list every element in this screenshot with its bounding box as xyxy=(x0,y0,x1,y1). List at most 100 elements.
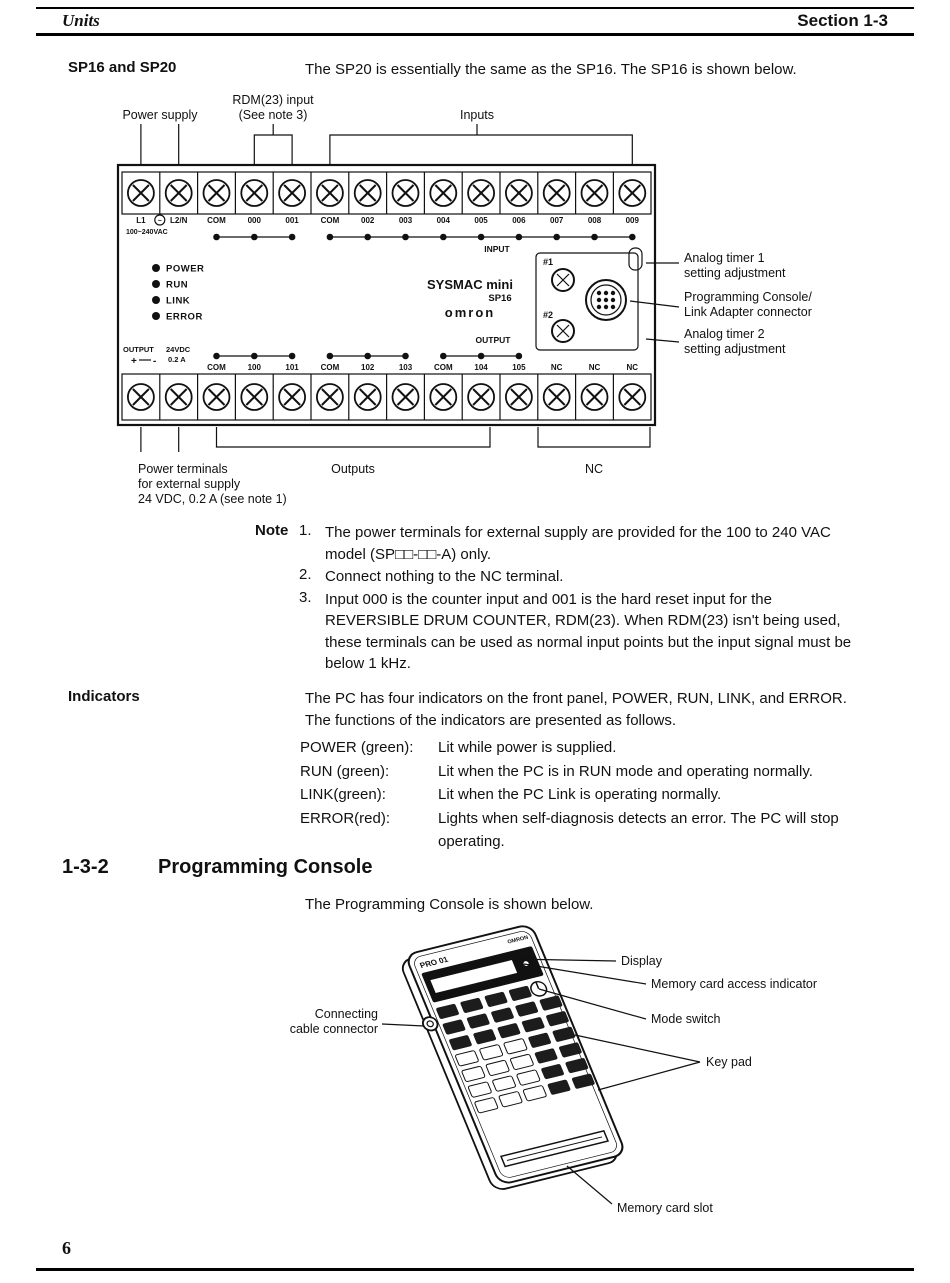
function-keys xyxy=(436,985,595,1095)
voltage-rating: 100~240VAC xyxy=(126,229,168,236)
input-wiring xyxy=(213,233,636,241)
indicator-name: ERROR(red): xyxy=(300,809,391,827)
sp16-unit-diagram: Power supply RDM(23) input (See note 3) … xyxy=(116,93,812,506)
console-logo: OMRON xyxy=(507,935,530,946)
cable-connector-callout1: Connecting xyxy=(315,1007,378,1021)
cable-connector-callout2: cable connector xyxy=(290,1022,378,1036)
note-label: Note xyxy=(255,522,289,539)
terminal-label: COM xyxy=(434,363,453,372)
indicator-desc: Lit when the PC Link is operating normal… xyxy=(438,786,722,803)
terminal-label: NC xyxy=(551,363,563,372)
terminal-label: COM xyxy=(207,363,226,372)
memory-card-slot-shape xyxy=(499,1130,610,1168)
input-section-label: INPUT xyxy=(484,244,510,254)
console-intro: The Programming Console is shown below. xyxy=(305,896,594,913)
nc-callout: NC xyxy=(585,462,603,476)
omron-logo: omron xyxy=(445,305,495,320)
device-face-outline xyxy=(414,931,617,1178)
note-item: 2. Connect nothing to the NC terminal. xyxy=(299,566,860,588)
indicator-desc: Lit while power is supplied. xyxy=(438,739,617,756)
amp-rating: 0.2 A xyxy=(168,355,186,364)
header-section-number: Section 1-3 xyxy=(797,11,888,30)
indicators-table: POWER (green): Lit while power is suppli… xyxy=(300,736,880,854)
note-item-text: Input 000 is the counter input and 001 i… xyxy=(325,590,852,673)
rdm-input-callout: RDM(23) input xyxy=(232,93,314,107)
header-top-rule xyxy=(36,7,914,9)
terminal-label: 004 xyxy=(437,216,451,225)
indicators-intro: The PC has four indicators on the front … xyxy=(305,690,847,729)
outputs-callout: Outputs xyxy=(331,462,375,476)
link-led-label: LINK xyxy=(166,296,190,307)
output-wiring xyxy=(213,352,523,360)
note-item: 3. Input 000 is the counter input and 00… xyxy=(299,589,860,675)
terminal-label: 100 xyxy=(248,363,262,372)
analog-timer1-callout: Analog timer 1 xyxy=(684,251,765,265)
terminal-label: COM xyxy=(321,216,340,225)
run-led-icon xyxy=(152,280,160,288)
section-heading-title: Programming Console xyxy=(158,856,373,878)
indicator-name: POWER (green): xyxy=(300,739,414,756)
console-connector-callout: Programming Console/ xyxy=(684,290,812,304)
note-item-text: Connect nothing to the NC terminal. xyxy=(325,568,564,585)
model-text: SP16 xyxy=(488,293,511,304)
top-terminal-labels: L1 ~ L2/N COM 000 001 COM 002 003 004 00… xyxy=(136,214,640,226)
page-number: 6 xyxy=(62,1238,71,1258)
terminal-label: 001 xyxy=(285,216,299,225)
inputs-bracket xyxy=(329,124,633,165)
ac-symbol-circle xyxy=(154,214,166,226)
indicator-row: RUN (green): Lit when the PC is in RUN m… xyxy=(300,760,880,784)
output-power-area: OUTPUT + - 24VDC 0.2 A xyxy=(123,345,191,367)
sp16-heading: SP16 and SP20 xyxy=(68,59,177,76)
bottom-terminal-labels: COM 100 101 COM 102 103 COM 104 105 NC N… xyxy=(207,363,638,372)
note-item-number: 3. xyxy=(299,588,312,606)
analog-timer1-dial xyxy=(551,268,575,292)
note-item-number: 2. xyxy=(299,566,312,583)
terminal-label: 008 xyxy=(588,216,602,225)
terminal-label: 002 xyxy=(361,216,375,225)
terminal-label: 007 xyxy=(550,216,564,225)
terminal-label: 105 xyxy=(512,363,526,372)
terminal-label: NC xyxy=(627,363,639,372)
output-terminal-label: OUTPUT xyxy=(123,345,154,354)
terminal-label: 000 xyxy=(248,216,262,225)
run-led-label: RUN xyxy=(166,280,188,291)
lcd-window xyxy=(430,959,518,994)
programming-console-diagram: PRO 01 OMRON xyxy=(290,925,817,1215)
power-supply-leader-lines xyxy=(140,124,180,165)
vdc-rating: 24VDC xyxy=(166,345,191,354)
rdm-bracket xyxy=(253,124,293,165)
brand-text: SYSMAC mini xyxy=(427,277,513,292)
link-led-icon xyxy=(152,296,160,304)
power-led-icon xyxy=(152,264,160,272)
terminal-label: 103 xyxy=(399,363,413,372)
terminal-label: 102 xyxy=(361,363,375,372)
power-supply-callout: Power supply xyxy=(122,108,198,122)
terminal-label: 009 xyxy=(626,216,640,225)
note-items: 1. The power terminals for external supp… xyxy=(299,522,860,676)
note-item-number: 1. xyxy=(299,522,312,539)
bottom-strip-dividers xyxy=(159,374,614,420)
inputs-callout: Inputs xyxy=(460,108,494,122)
display-callout: Display xyxy=(621,954,663,968)
terminal-label: 101 xyxy=(285,363,299,372)
nc-bracket xyxy=(537,427,651,448)
console-leader-lines xyxy=(381,958,701,1205)
terminal-label: L2/N xyxy=(170,216,188,225)
error-led-icon xyxy=(152,312,160,320)
power-terminals-leader-lines xyxy=(140,427,180,452)
indicator-row: POWER (green): Lit while power is suppli… xyxy=(300,736,880,760)
plus-terminal: + xyxy=(131,356,137,367)
adjustment-slot xyxy=(628,247,643,271)
note-item: 1. The power terminals for external supp… xyxy=(299,522,860,565)
indicator-row: ERROR(red): Lights when self-diagnosis d… xyxy=(300,807,880,854)
timer2-label: #2 xyxy=(543,310,553,320)
keypad xyxy=(436,985,595,1114)
ac-symbol: ~ xyxy=(158,218,162,225)
front-panel-indicators: POWER RUN LINK ERROR xyxy=(152,264,204,323)
header-section-name: Units xyxy=(62,11,100,30)
mode-switch-callout: Mode switch xyxy=(651,1012,721,1026)
terminal-label: COM xyxy=(321,363,340,372)
indicators-heading: Indicators xyxy=(68,688,140,705)
mode-switch-knob xyxy=(530,980,548,997)
